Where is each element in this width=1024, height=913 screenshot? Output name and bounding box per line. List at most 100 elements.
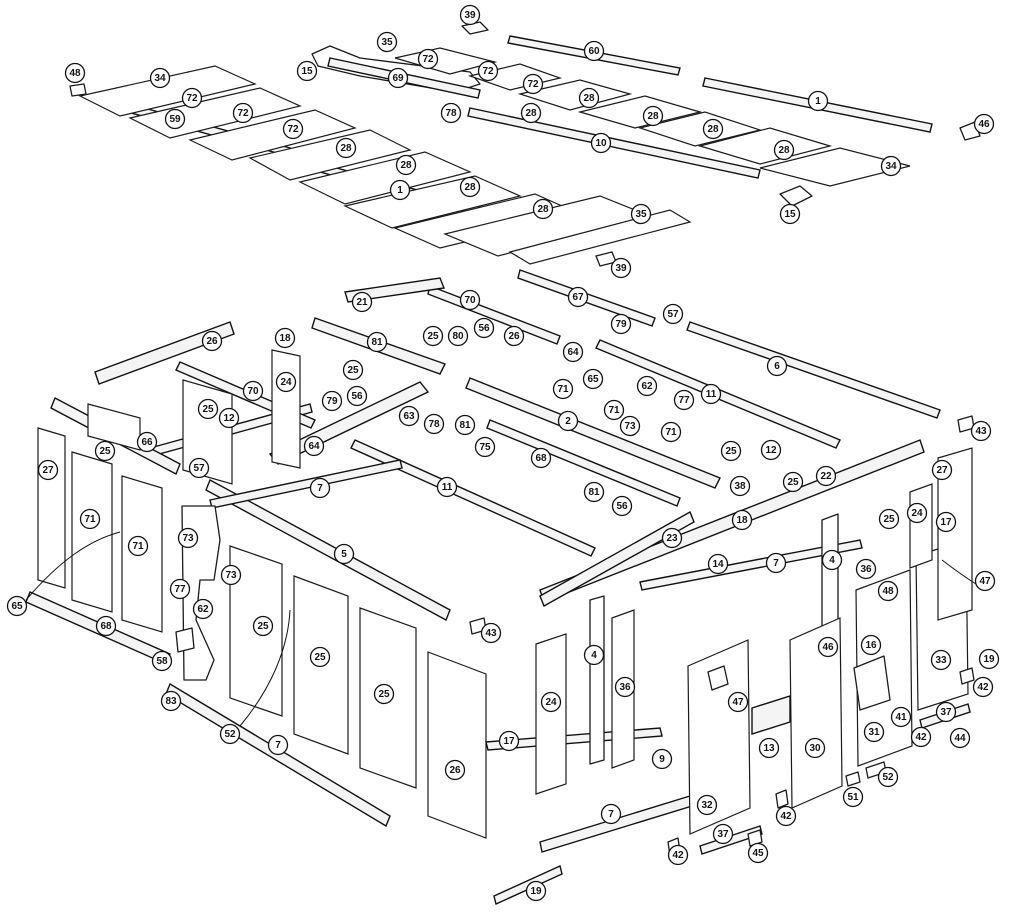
callout-circle [773,139,795,161]
callout-28: 28 [773,139,795,161]
callout-19: 19 [525,880,547,902]
callout-label: 25 [347,365,359,376]
callout-circle [842,786,864,808]
callout-label: 24 [280,377,292,388]
callout-circle [95,615,117,637]
callout-label: 71 [84,514,96,525]
callout-72: 72 [181,87,203,109]
callout-16: 16 [860,634,882,656]
callout-71: 71 [79,508,101,530]
callout-circle [220,564,242,586]
callout-79: 79 [610,313,632,335]
roof-panel-28a [298,151,472,205]
callout-label: 59 [169,114,181,125]
callout-72: 72 [477,60,499,82]
callout-circle [707,553,729,575]
callout-label: 52 [224,729,236,740]
callout-label: 22 [820,471,832,482]
callout-75: 75 [474,436,496,458]
roof-panel-35 [508,209,692,265]
callout-circle [662,303,684,325]
callout-12: 12 [760,439,782,461]
callout-circle [373,683,395,705]
callout-circle [252,615,274,637]
callout-19: 19 [978,648,1000,670]
callout-label: 65 [11,601,23,612]
callout-9: 9 [651,748,673,770]
roof-panel-28f [577,95,703,129]
callout-circle [700,383,722,405]
callout-label: 25 [725,446,737,457]
callout-22: 22 [815,465,837,487]
callout-label: 39 [464,10,476,21]
callout-78: 78 [423,413,445,435]
callout-label: 4 [829,555,835,566]
door-32 [687,639,751,835]
callout-62: 62 [636,375,658,397]
callout-26: 26 [503,325,525,347]
callout-25: 25 [342,359,364,381]
callout-circle [611,495,633,517]
callout-circle [614,676,636,698]
callout-circle [79,508,101,530]
callout-label: 18 [279,333,291,344]
callout-circle [731,509,753,531]
callout-circle [444,759,466,781]
callout-label: 25 [202,404,214,415]
callout-label: 51 [847,792,859,803]
callout-circle [775,805,797,827]
callout-circle [765,552,787,574]
callout-77: 77 [169,578,191,600]
callout-circle [321,390,343,412]
callout-label: 71 [132,541,144,552]
callout-58: 58 [151,650,173,672]
callout-47: 47 [974,570,996,592]
callout-circle [667,844,689,866]
callout-circle [931,459,953,481]
callout-72: 72 [232,102,254,124]
callout-label: 14 [712,559,724,570]
callout-7: 7 [309,477,331,499]
frame-assembly [25,269,977,905]
callout-circle [660,421,682,443]
callout-27: 27 [931,459,953,481]
callout-label: 17 [940,517,952,528]
callout-57: 57 [188,457,210,479]
callout-circle [296,60,318,82]
roof-panel-72e [467,63,563,91]
callout-label: 7 [275,740,281,751]
callout-label: 24 [545,697,557,708]
callout-label: 37 [940,707,952,718]
callout-label: 79 [326,396,338,407]
callout-15: 15 [296,60,318,82]
callout-label: 28 [707,124,719,135]
callout-label: 37 [717,829,729,840]
callout-33: 33 [930,649,952,671]
callout-circle [169,578,191,600]
callout-label: 73 [624,421,636,432]
callout-circle [935,701,957,723]
callout-39: 39 [610,257,632,279]
callout-64: 64 [562,341,584,363]
callout-28: 28 [578,87,600,109]
callout-circle [219,723,241,745]
callout-7: 7 [267,734,289,756]
callout-label: 62 [197,604,209,615]
callout-42: 42 [775,805,797,827]
callout-label: 70 [464,295,476,306]
callout-68: 68 [530,447,552,469]
callout-circle [149,67,171,89]
callout-circle [454,414,476,436]
callout-label: 28 [464,182,476,193]
roof-panel-34-right [759,147,911,187]
callout-83: 83 [160,690,182,712]
callout-70: 70 [459,289,481,311]
callout-26: 26 [444,759,466,781]
roof-panel-28h [697,127,833,165]
callout-label: 27 [936,465,948,476]
callout-81: 81 [454,414,476,436]
callout-label: 42 [672,850,684,861]
callout-25: 25 [309,646,331,668]
callout-label: 66 [141,437,153,448]
